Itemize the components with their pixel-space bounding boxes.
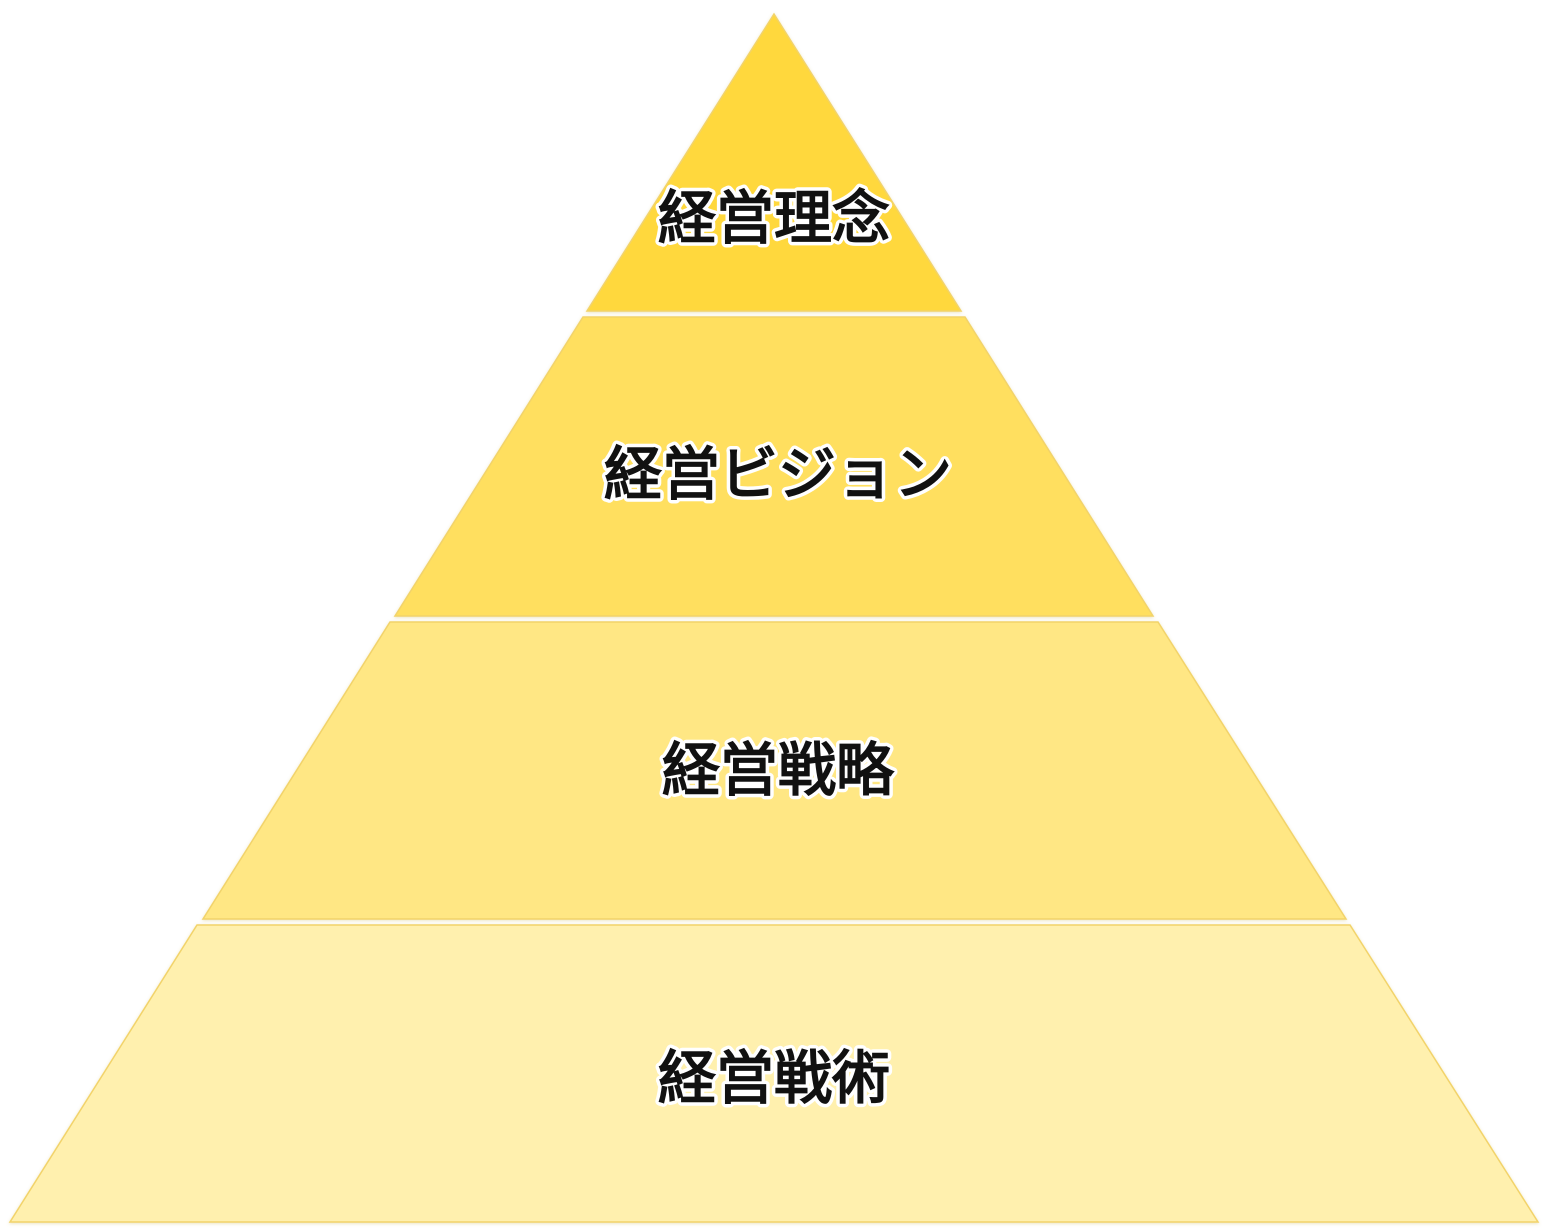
tier-label-tactics: 経営戦術 bbox=[658, 1044, 890, 1112]
tier-shape-philosophy bbox=[585, 12, 963, 312]
tier-shape-strategy bbox=[201, 621, 1348, 920]
tier-shape-tactics bbox=[8, 924, 1540, 1223]
pyramid-tier-tactics: 経営戦術 bbox=[8, 924, 1540, 1223]
tier-label-strategy: 経営戦略 bbox=[662, 736, 895, 804]
pyramid-tier-strategy: 経営戦略 bbox=[201, 621, 1348, 920]
pyramid-tier-vision: 経営ビジョン bbox=[393, 316, 1155, 617]
tier-label-vision: 経営ビジョン bbox=[604, 440, 952, 508]
tier-shape-vision bbox=[393, 316, 1155, 617]
tier-label-philosophy: 経営理念 bbox=[658, 184, 890, 252]
pyramid-tier-philosophy: 経営理念 bbox=[585, 12, 963, 312]
